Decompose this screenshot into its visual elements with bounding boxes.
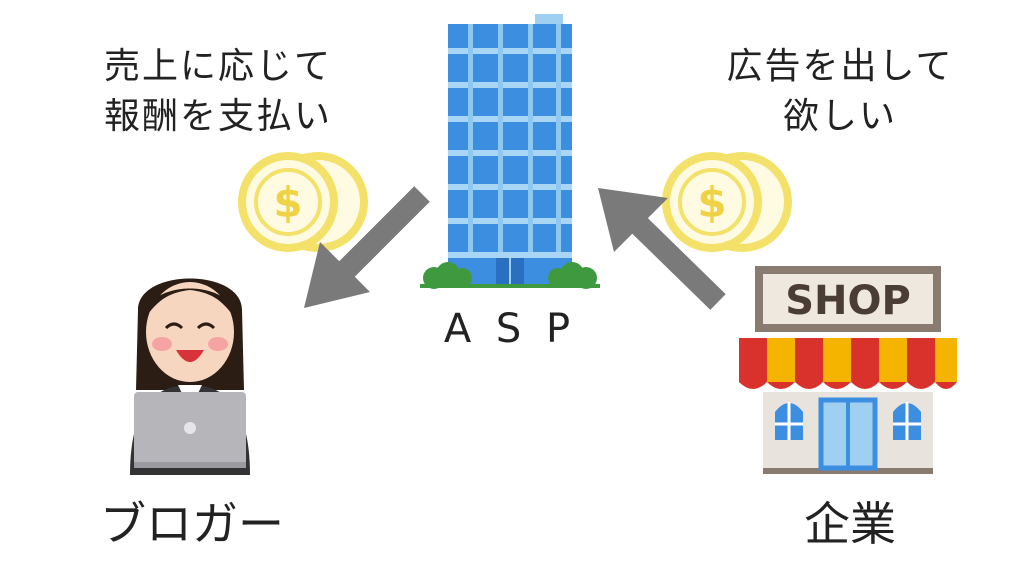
caption-left-line2: 報酬を支払い bbox=[103, 96, 332, 137]
caption-left: 売上に応じて 報酬を支払い bbox=[88, 42, 348, 142]
node-company-label: 企業 bbox=[804, 497, 896, 551]
caption-right-line2: 欲しい bbox=[782, 96, 897, 137]
arrow-asp-to-blogger bbox=[304, 186, 430, 308]
caption-left-line1: 売上に応じて bbox=[103, 46, 332, 87]
arrow-company-to-asp bbox=[598, 188, 726, 310]
laptop-icon bbox=[134, 392, 246, 468]
coins-right-icon: $ bbox=[662, 152, 792, 252]
coin-symbol: $ bbox=[273, 178, 302, 227]
node-asp-label: A S P bbox=[443, 306, 577, 352]
node-blogger-label: ブロガー bbox=[100, 497, 284, 551]
coin-symbol: $ bbox=[697, 178, 726, 227]
shop-icon: SHOP bbox=[739, 266, 957, 474]
building-icon bbox=[420, 14, 600, 289]
shop-sign-text: SHOP bbox=[785, 278, 911, 324]
caption-right: 広告を出して 欲しい bbox=[705, 42, 975, 142]
caption-right-line1: 広告を出して bbox=[726, 46, 954, 87]
coins-left-icon: $ bbox=[238, 152, 368, 252]
